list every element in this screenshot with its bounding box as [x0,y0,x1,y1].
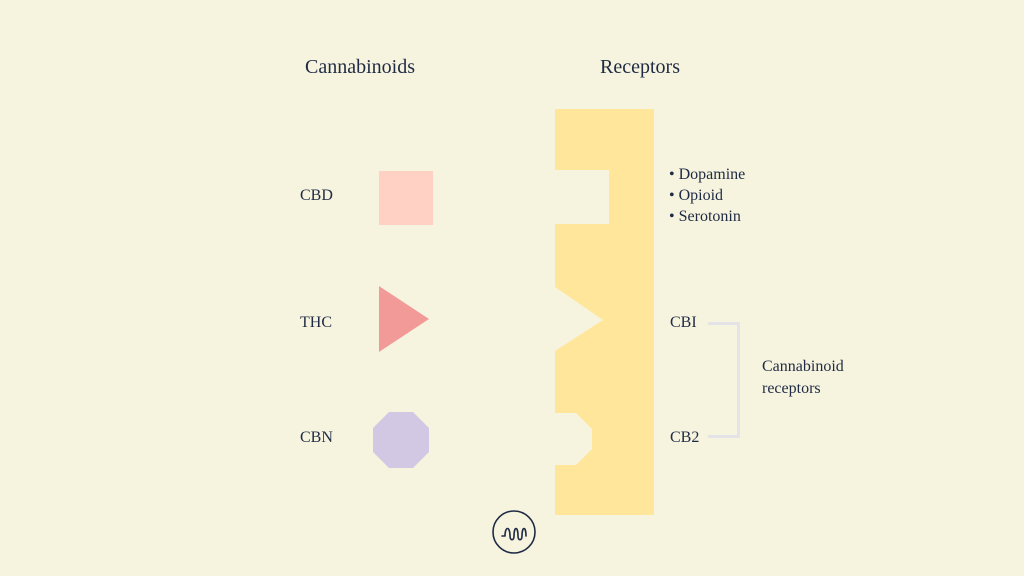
cbn-label: CBN [300,429,333,446]
cb2-label: CB2 [670,429,700,446]
cannabinoid-receptors-label: Cannabinoid receptors [762,358,844,397]
cbn-octagon-shape [373,412,429,468]
receptor-bar-shape [555,109,654,515]
cannabinoids-heading: Cannabinoids [305,56,415,78]
thc-triangle-icon [379,286,429,352]
cbn-octagon-icon [373,412,429,468]
spring-coil-logo-icon [492,510,536,554]
thc-triangle-shape [379,286,429,352]
list-item-opioid: Opioid [669,185,745,206]
cbd-square-shape [379,171,433,225]
list-item-serotonin: Serotonin [669,206,745,227]
list-item-dopamine: Dopamine [669,164,746,185]
receptor-group-bracket [708,322,740,438]
receptors-heading: Receptors [600,56,680,78]
thc-label: THC [300,314,332,331]
cbd-label: CBD [300,187,333,204]
other-receptors-list: Dopamine Opioid Serotonin [669,164,746,227]
cbd-square-icon [379,171,433,225]
cb1-label: CBI [670,314,697,331]
